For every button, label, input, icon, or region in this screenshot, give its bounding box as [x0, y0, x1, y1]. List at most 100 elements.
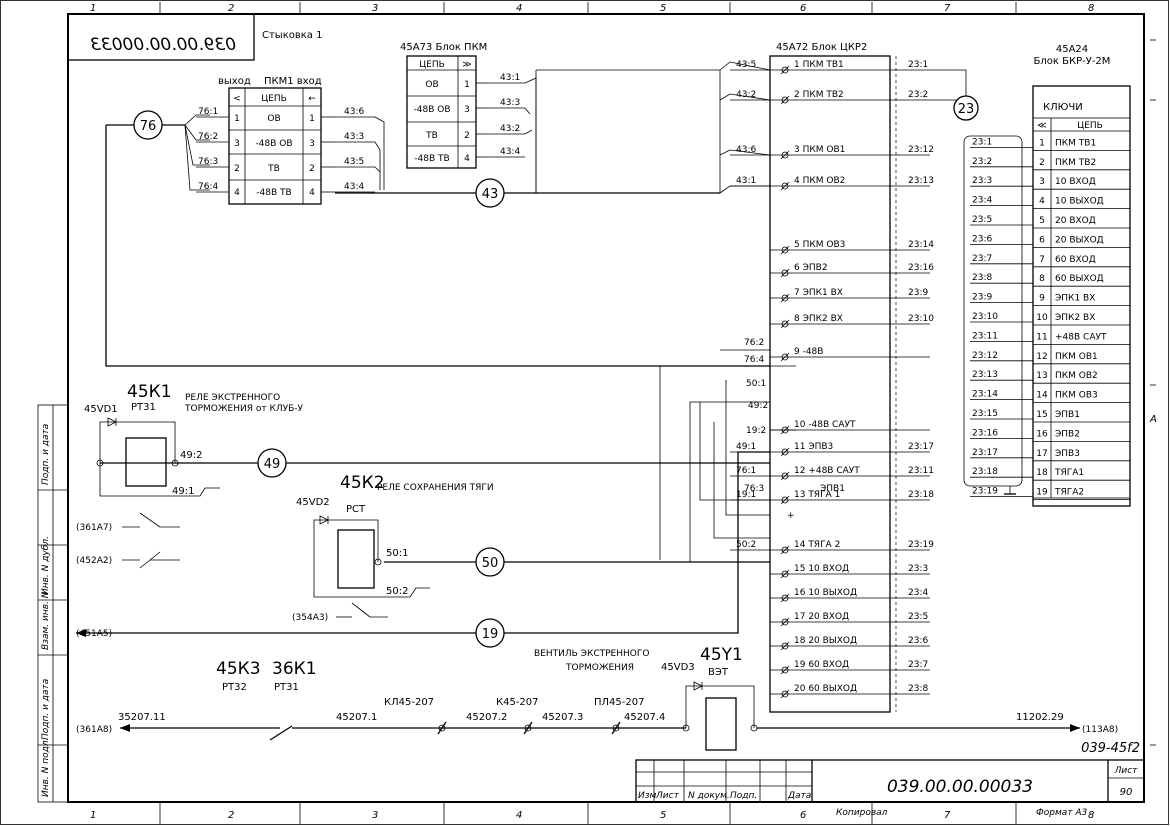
bkr-row-name: ТЯГА1 — [1054, 468, 1084, 478]
ckr-out-pin: 23:9 — [908, 288, 928, 298]
dock-row-name: ТВ — [267, 164, 280, 174]
svg-text:Лист: Лист — [655, 791, 680, 801]
bkr-row-name: 20 ВЫХОД — [1055, 235, 1104, 245]
bkr-row-name: ПКМ ОВ1 — [1055, 352, 1098, 362]
zone-number-top: 5 — [660, 3, 666, 14]
svg-text:РТ31: РТ31 — [274, 682, 299, 693]
bubble-76: 76 — [133, 110, 163, 140]
ckr-row-label: 18 20 ВЫХОД — [794, 636, 857, 646]
pkm-row-num: 1 — [464, 80, 470, 90]
ckr-out-pin: 23:5 — [908, 612, 928, 622]
bkr-pin: 23:8 — [972, 273, 992, 283]
svg-text:35207.11: 35207.11 — [118, 712, 166, 723]
pkm-pin: 43:4 — [500, 147, 520, 157]
ckr-out-pin: 23:12 — [908, 145, 934, 155]
bkr-row-name: 20 ВХОД — [1055, 216, 1096, 226]
bkr-pin: 23:2 — [972, 157, 992, 167]
bkr-pin: 23:14 — [972, 390, 998, 400]
bkr-row-name: ПКМ ТВ1 — [1055, 138, 1096, 148]
dock-row-left: 4 — [234, 188, 240, 198]
bkr-row-num: 13 — [1036, 371, 1047, 381]
ckr-row-label: 6 ЭПВ2 — [794, 263, 828, 273]
svg-text:РЕЛЕ СОХРАНЕНИЯ ТЯГИ: РЕЛЕ СОХРАНЕНИЯ ТЯГИ — [377, 483, 494, 493]
ckr-out-pin: 23:19 — [908, 540, 934, 550]
svg-text:Дата: Дата — [787, 791, 811, 801]
drawing-ref: 039-45f2 — [1081, 741, 1140, 756]
svg-text:Формат А3: Формат А3 — [1036, 808, 1088, 818]
zone-number-top: 8 — [1088, 3, 1094, 14]
bkr-row-num: 14 — [1036, 391, 1048, 401]
sheet-number: 90 — [1120, 787, 1133, 798]
svg-text:К45-207: К45-207 — [496, 697, 539, 708]
bkr-row-name: 60 ВХОД — [1055, 255, 1096, 265]
ckr-in-pin: 43:2 — [736, 90, 756, 100]
bkr-pin: 23:19 — [972, 487, 998, 497]
ckr-row9-pin: 76:4 — [744, 355, 764, 365]
ckr-row-label: 4 ПКМ ОВ2 — [794, 176, 845, 186]
bkr-pin: 23:5 — [972, 215, 992, 225]
bkr-row-num: 4 — [1039, 197, 1045, 207]
ckr-row13-plus: + — [787, 511, 795, 521]
svg-text:45VD3: 45VD3 — [661, 662, 695, 673]
svg-text:(361А7): (361А7) — [76, 523, 112, 533]
svg-text:<: < — [233, 94, 241, 104]
zone-number-top: 1 — [90, 3, 96, 14]
dock-row-right: 3 — [309, 139, 315, 149]
svg-text:ПКМ1 вход: ПКМ1 вход — [264, 76, 322, 87]
pkm-row-name: -48В ОВ — [414, 105, 451, 115]
bkr-row-name: 10 ВЫХОД — [1055, 197, 1104, 207]
svg-text:ЦЕПЬ: ЦЕПЬ — [419, 60, 445, 70]
svg-text:≪: ≪ — [1037, 121, 1046, 131]
ckr-row-label: 16 10 ВЫХОД — [794, 588, 857, 598]
bkr-row-name: ПКМ ОВ2 — [1055, 371, 1098, 381]
pkm-row-num: 4 — [464, 154, 470, 164]
wiring — [76, 61, 967, 637]
svg-text:45К1: 45К1 — [127, 382, 172, 402]
ckr-row-label: 20 60 ВЫХОД — [794, 684, 857, 694]
svg-text:45207.1: 45207.1 — [336, 712, 377, 723]
svg-text:Блок БКР-У-2М: Блок БКР-У-2М — [1034, 56, 1111, 67]
svg-text:выход: выход — [218, 76, 251, 87]
ckr-out-pin: 23:18 — [908, 490, 934, 500]
bkr-pin: 23:4 — [972, 196, 992, 206]
zone-number-top: 7 — [944, 3, 951, 14]
svg-text:(451А5): (451А5) — [76, 629, 112, 639]
svg-text:РТ32: РТ32 — [222, 682, 247, 693]
bubble-49: 49 — [257, 448, 287, 478]
dock-row-right: 4 — [309, 188, 315, 198]
svg-text:43: 43 — [482, 187, 499, 202]
ckr-out-pin: 23:7 — [908, 660, 928, 670]
bkr-row-name: ЭПК1 ВХ — [1055, 294, 1095, 304]
ckr-out-pin: 23:4 — [908, 588, 928, 598]
bubble-19: 19 — [475, 618, 505, 648]
svg-text:45А72 Блок ЦКР2: 45А72 Блок ЦКР2 — [776, 42, 867, 53]
bkr-row-num: 18 — [1036, 468, 1048, 478]
svg-text:←: ← — [308, 94, 316, 104]
bkr-row-name: ТЯГА2 — [1054, 488, 1084, 498]
ckr-out-pin: 23:16 — [908, 263, 934, 273]
ckr-in-pin: 43:1 — [736, 176, 756, 186]
ckr-out-pin: 23:11 — [908, 466, 934, 476]
ckr-row-label: 8 ЭПК2 ВХ — [794, 314, 843, 324]
ckr-in-pin: 19:1 — [736, 490, 756, 500]
svg-text:45К2: 45К2 — [340, 473, 385, 493]
zone-number-bottom: 7 — [944, 810, 951, 821]
bubble-23: 23 — [953, 95, 979, 121]
dock-row-right: 1 — [309, 114, 315, 124]
svg-text:(361А8): (361А8) — [76, 725, 112, 735]
doc-number: 039.00.00.00033 — [887, 777, 1033, 797]
bkr-row-name: ЭПВ3 — [1055, 449, 1080, 459]
svg-text:Копировал: Копировал — [836, 808, 888, 818]
ckr-row-label: 10 -48В САУТ — [794, 420, 856, 430]
svg-text:11202.29: 11202.29 — [1016, 712, 1064, 723]
svg-text:N докум.: N докум. — [688, 791, 730, 801]
bkr-row-num: 15 — [1036, 410, 1047, 420]
svg-text:50:1: 50:1 — [386, 548, 408, 559]
svg-text:45207.3: 45207.3 — [542, 712, 583, 723]
bkr-pin: 23:16 — [972, 428, 998, 438]
zone-number-bottom: 2 — [228, 810, 234, 821]
